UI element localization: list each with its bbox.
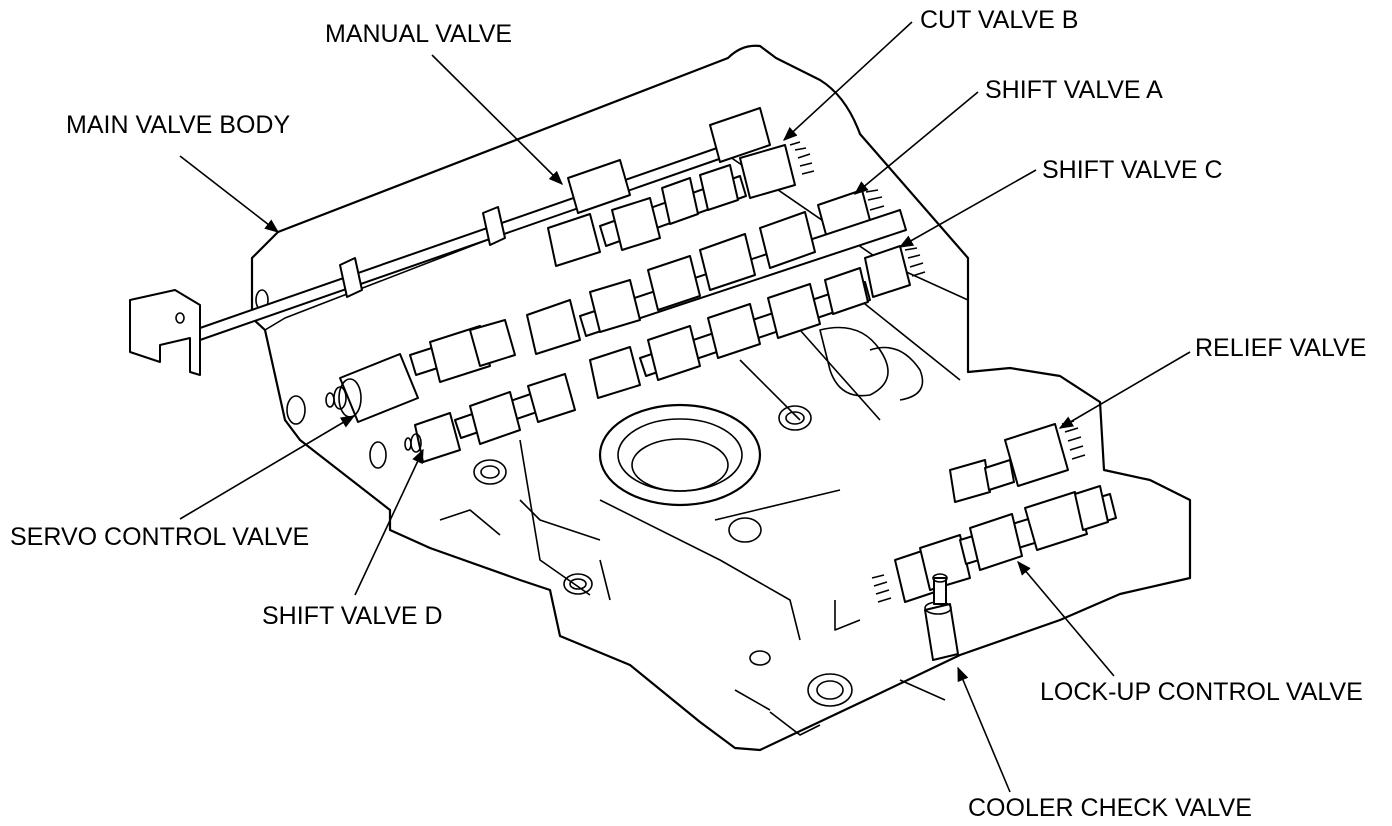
leader-cooler-check-valve	[957, 666, 1011, 793]
shift-valve-c-part	[526, 209, 926, 355]
relief-valve-part	[949, 420, 1086, 503]
manual-valve-part	[129, 107, 771, 376]
shift-valve-row-part	[589, 267, 871, 399]
label-shift-valve-c: SHIFT VALVE C	[1042, 156, 1223, 184]
label-main-valve-body: MAIN VALVE BODY	[66, 111, 290, 139]
label-shift-valve-d: SHIFT VALVE D	[262, 602, 443, 630]
leader-main-valve-body	[179, 155, 280, 233]
leader-shift-valve-d	[354, 448, 424, 596]
lower-deck	[439, 299, 961, 736]
shift-valve-d-part	[404, 373, 576, 463]
leader-lock-up-control-valve	[1017, 560, 1115, 677]
leader-shift-valve-a	[853, 91, 979, 195]
lock-up-control-valve-part	[871, 485, 1117, 603]
label-servo-control-valve: SERVO CONTROL VALVE	[10, 523, 309, 551]
labels: MAIN VALVE BODY MANUAL VALVE CUT VALVE B…	[10, 6, 1366, 822]
label-relief-valve: RELIEF VALVE	[1195, 334, 1366, 362]
label-shift-valve-a: SHIFT VALVE A	[985, 76, 1163, 104]
label-cooler-check-valve: COOLER CHECK VALVE	[968, 794, 1252, 822]
label-manual-valve: MANUAL VALVE	[325, 20, 512, 48]
cooler-check-valve-part	[924, 573, 959, 661]
leader-shift-valve-c	[898, 169, 1037, 248]
label-cut-valve-b: CUT VALVE B	[920, 6, 1078, 34]
leader-relief-valve	[1058, 351, 1191, 429]
leader-cut-valve-b	[782, 21, 913, 141]
label-lock-up-control-valve: LOCK-UP CONTROL VALVE	[1040, 678, 1363, 706]
leader-servo-control-valve	[179, 415, 356, 520]
cut-valve-b-part	[739, 141, 815, 199]
leader-manual-valve	[431, 54, 564, 186]
leader-lines	[179, 21, 1191, 793]
servo-control-valve-part	[325, 319, 516, 423]
